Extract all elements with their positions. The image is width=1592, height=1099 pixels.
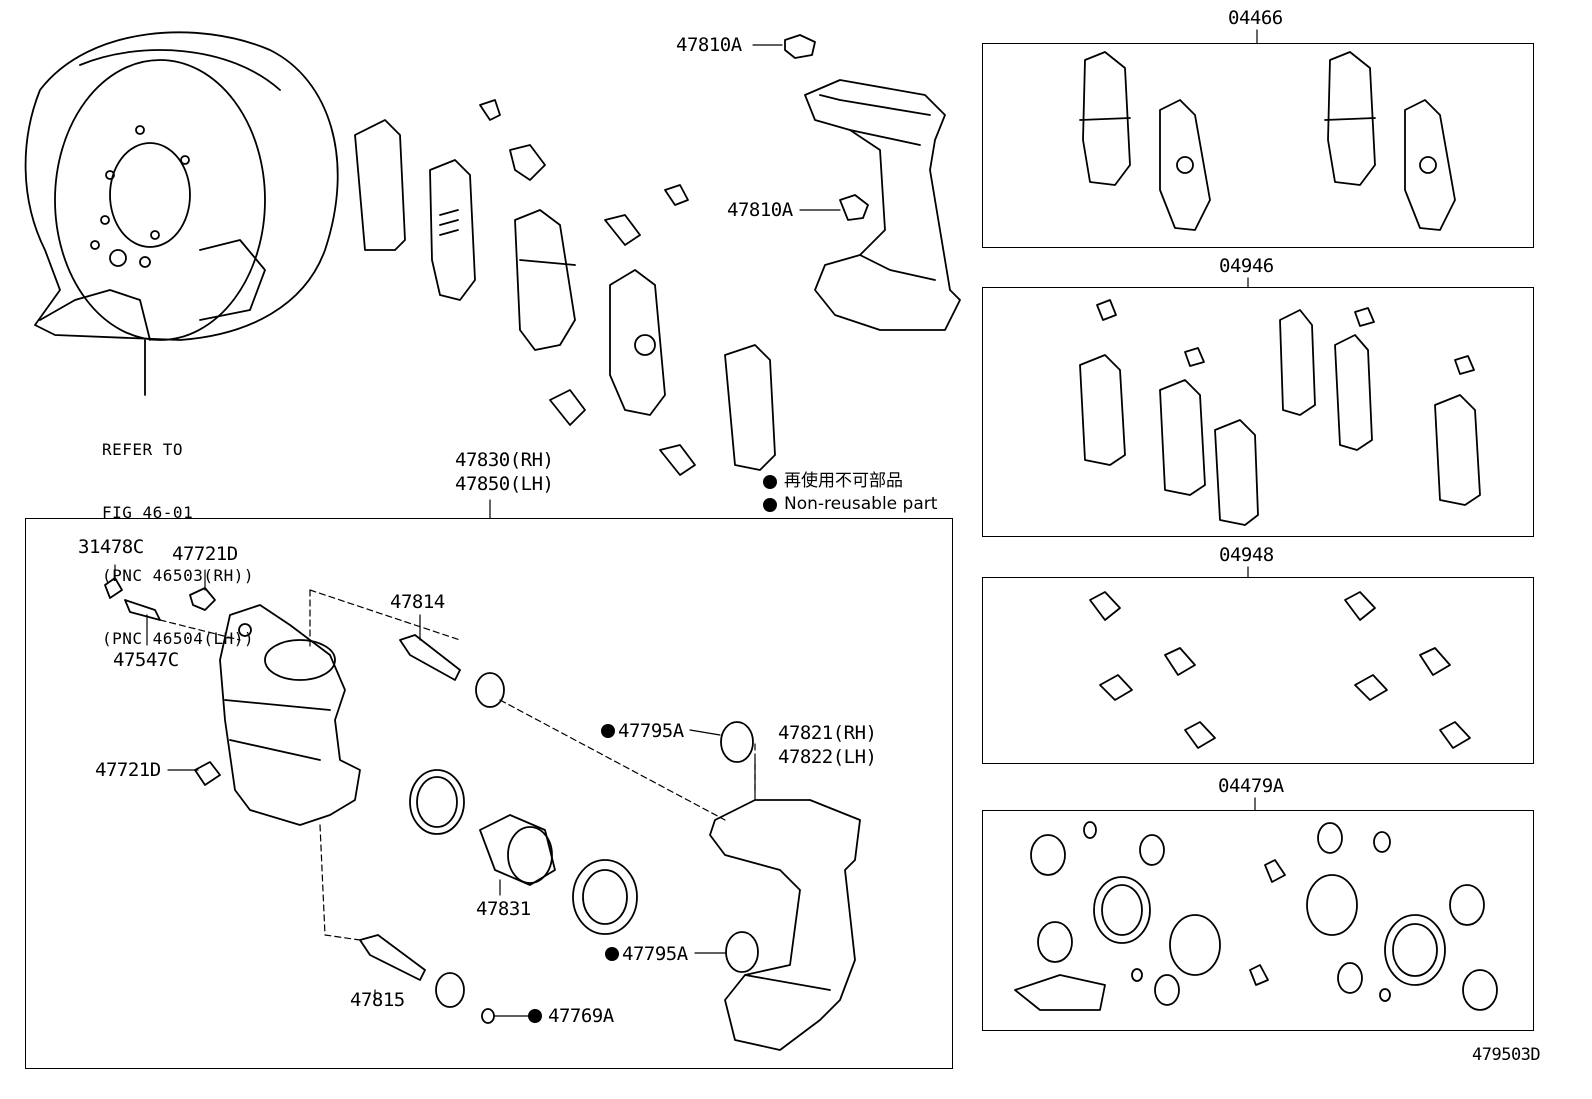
non-reusable-markers [528,475,777,1023]
part-label-47821: 47821(RH) [778,722,877,744]
caliper-mount-bottom-drawing [709,799,861,1051]
part-label-47815: 47815 [350,989,405,1011]
part-label-47831: 47831 [476,898,531,920]
part-label-47810a-mid: 47810A [727,199,793,221]
backing-plate-note: REFER TO FIG 46-01 (PNC 46503(RH)) (PNC … [102,397,254,691]
diagram-id: 479503D [1472,1045,1541,1065]
kit-04466-drawing [1079,51,1456,231]
part-label-47547c: 47547C [113,649,179,671]
backing-plate-note-line3: (PNC 46503(RH)) [102,566,254,585]
kit-04479a-box [982,810,1534,1031]
leader-lines [114,29,1258,1017]
part-label-47769a: 47769A [548,1005,614,1027]
pad-set-drawing [354,99,776,476]
caliper-mount-top-drawing [804,79,961,331]
part-label-31478c: 31478C [78,536,144,558]
backing-plate-note-line2: FIG 46-01 [102,503,194,522]
caliper-assembly-box [25,518,953,1069]
kit-04948-drawing [1089,591,1471,749]
kit-04466-box [982,43,1534,248]
part-label-47721d-top: 47721D [172,543,238,565]
part-label-47810a-top: 47810A [676,34,742,56]
backing-plate-drawing [24,31,339,396]
main-assembly-lh-label: 47850(LH) [455,473,554,495]
main-assembly-rh-label: 47830(RH) [455,449,554,471]
kit-04946-box [982,287,1534,537]
kit-04946-drawing [1079,299,1481,526]
part-label-47721d-left: 47721D [95,759,161,781]
kit-label-04479a: 04479A [1218,775,1284,797]
kit-label-04948: 04948 [1219,544,1274,566]
legend-japanese: 再使用不可部品 [784,471,903,491]
backing-plate-note-line1: REFER TO [102,440,184,459]
bolts-top-drawing [784,34,869,221]
kit-label-04946: 04946 [1219,255,1274,277]
kit-04479a-drawing [1014,821,1498,1011]
part-label-47822: 47822(LH) [778,746,877,768]
backing-plate-note-line4: (PNC 46504(LH)) [102,629,254,648]
part-label-47814: 47814 [390,591,445,613]
dashed-lines [159,589,756,941]
kit-04948-box [982,577,1534,764]
part-label-47795a-bottom: 47795A [622,943,688,965]
legend-english: Non-reusable part [784,494,938,514]
kit-label-04466: 04466 [1228,7,1283,29]
caliper-small-parts-drawing [104,577,759,1024]
part-label-47795a-top: 47795A [618,720,684,742]
